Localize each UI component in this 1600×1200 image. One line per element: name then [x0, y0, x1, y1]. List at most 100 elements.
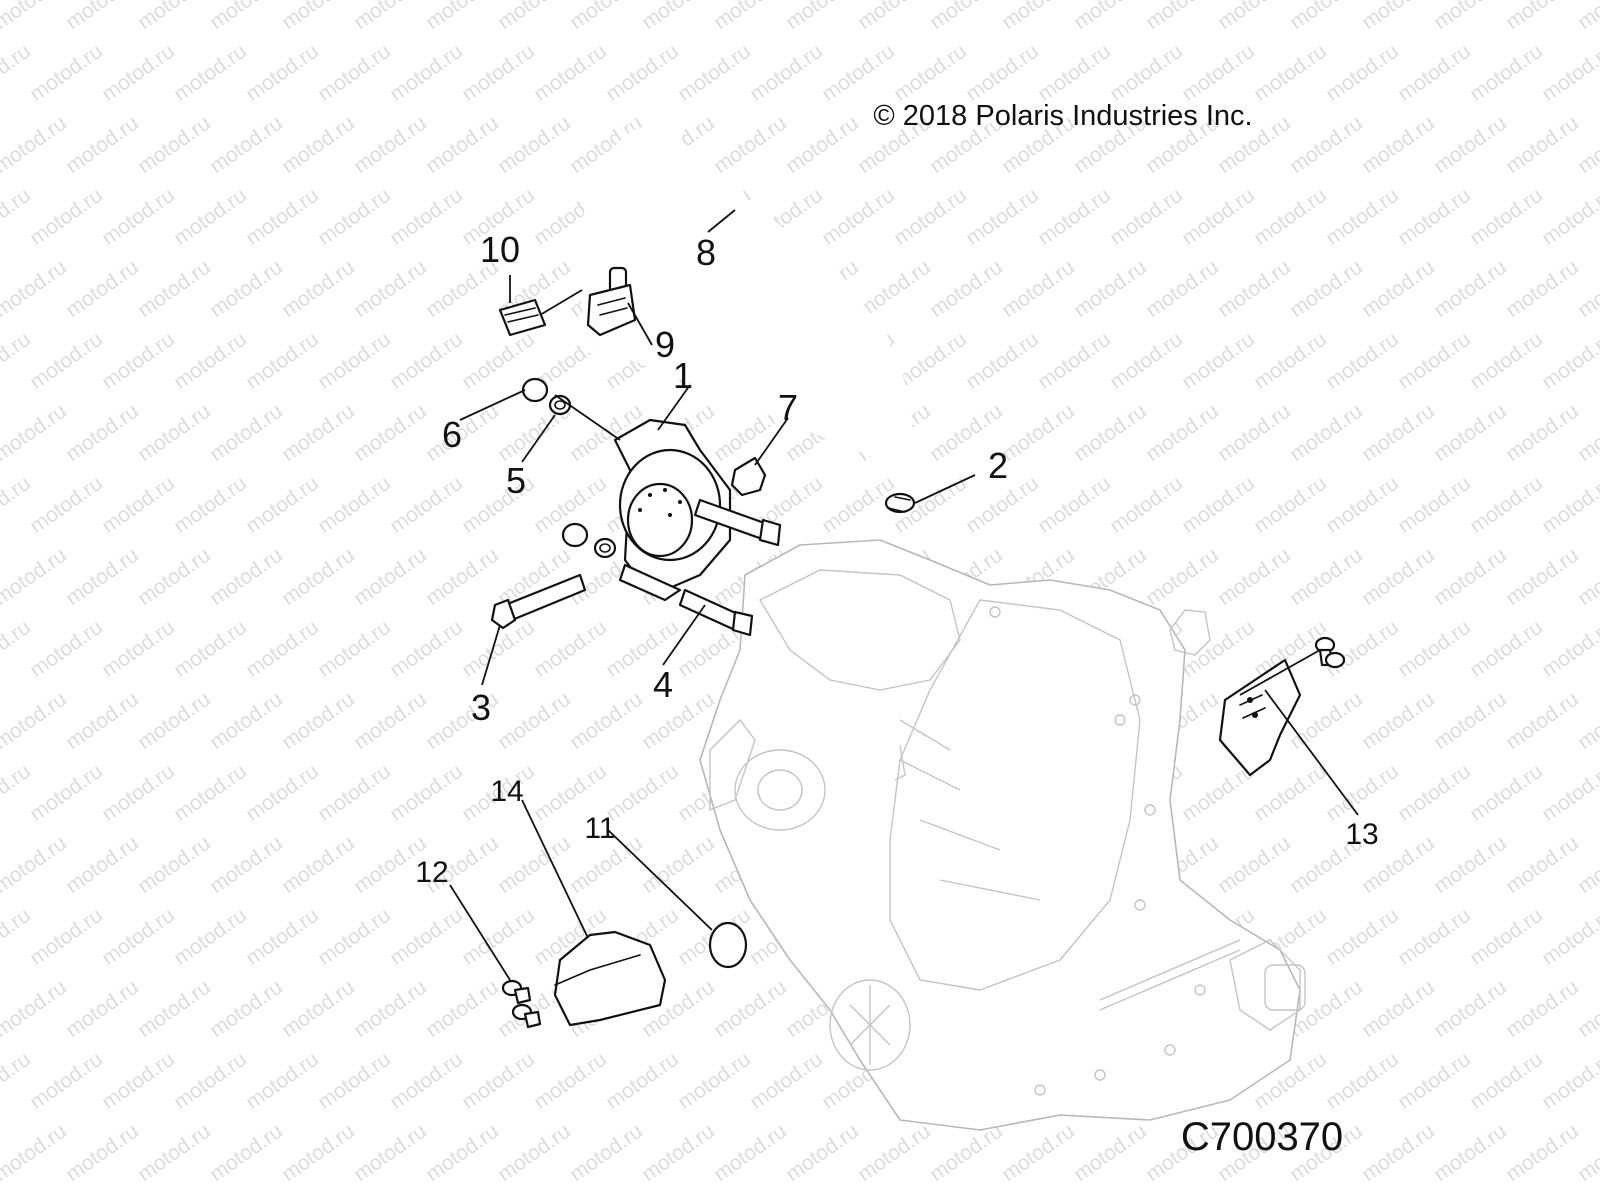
callout-3: 3 [471, 687, 491, 728]
svg-text:motod.ru: motod.ru [494, 1120, 575, 1186]
svg-text:motod.ru: motod.ru [1430, 400, 1511, 466]
svg-text:motod.ru: motod.ru [26, 40, 107, 106]
svg-text:motod.ru: motod.ru [458, 472, 539, 538]
svg-text:motod.ru: motod.ru [1358, 688, 1439, 754]
svg-text:motod.ru: motod.ru [998, 400, 1079, 466]
svg-text:motod.ru: motod.ru [0, 976, 71, 1042]
svg-text:motod.ru: motod.ru [0, 112, 71, 178]
svg-text:motod.ru: motod.ru [1574, 256, 1600, 322]
transmission-housing [699, 539, 1306, 1131]
svg-text:motod.ru: motod.ru [854, 1120, 935, 1186]
svg-text:motod.ru: motod.ru [1250, 40, 1331, 106]
svg-text:motod.ru: motod.ru [242, 616, 323, 682]
figure-code: C700370 [1181, 1115, 1343, 1159]
svg-text:motod.ru: motod.ru [350, 256, 431, 322]
svg-text:motod.ru: motod.ru [1574, 0, 1600, 34]
svg-text:motod.ru: motod.ru [1034, 40, 1115, 106]
svg-text:motod.ru: motod.ru [1430, 112, 1511, 178]
svg-text:motod.ru: motod.ru [530, 1048, 611, 1114]
svg-text:motod.ru: motod.ru [1358, 1120, 1439, 1186]
svg-text:motod.ru: motod.ru [1034, 328, 1115, 394]
svg-text:motod.ru: motod.ru [422, 400, 503, 466]
svg-text:motod.ru: motod.ru [1142, 256, 1223, 322]
svg-text:motod.ru: motod.ru [1466, 760, 1547, 826]
svg-text:motod.ru: motod.ru [350, 544, 431, 610]
svg-text:motod.ru: motod.ru [134, 976, 215, 1042]
hose-part-8 [578, 126, 912, 477]
svg-text:motod.ru: motod.ru [1502, 544, 1583, 610]
svg-text:motod.ru: motod.ru [1394, 760, 1475, 826]
svg-text:motod.ru: motod.ru [0, 1048, 35, 1114]
actuator-part-1 [613, 418, 732, 602]
svg-text:motod.ru: motod.ru [1178, 184, 1259, 250]
svg-text:motod.ru: motod.ru [890, 40, 971, 106]
svg-text:motod.ru: motod.ru [962, 40, 1043, 106]
svg-text:motod.ru: motod.ru [314, 1048, 395, 1114]
svg-text:motod.ru: motod.ru [530, 616, 611, 682]
callout-6: 6 [442, 414, 462, 455]
svg-text:motod.ru: motod.ru [962, 328, 1043, 394]
svg-text:motod.ru: motod.ru [242, 1048, 323, 1114]
washer-lower [593, 537, 617, 559]
svg-text:motod.ru: motod.ru [1502, 0, 1583, 34]
svg-text:motod.ru: motod.ru [1574, 688, 1600, 754]
nut-part-7 [730, 456, 767, 497]
svg-text:motod.ru: motod.ru [422, 0, 503, 34]
svg-text:motod.ru: motod.ru [134, 112, 215, 178]
svg-text:motod.ru: motod.ru [386, 1048, 467, 1114]
clip-part-10 [498, 298, 547, 337]
svg-text:motod.ru: motod.ru [386, 760, 467, 826]
svg-text:motod.ru: motod.ru [170, 616, 251, 682]
svg-text:motod.ru: motod.ru [1394, 328, 1475, 394]
copyright-text: © 2018 Polaris Industries Inc. [873, 100, 1252, 132]
svg-text:motod.ru: motod.ru [1574, 544, 1600, 610]
svg-text:motod.ru: motod.ru [98, 616, 179, 682]
svg-text:motod.ru: motod.ru [278, 832, 359, 898]
svg-text:motod.ru: motod.ru [1466, 904, 1547, 970]
svg-text:motod.ru: motod.ru [1286, 400, 1367, 466]
svg-text:motod.ru: motod.ru [710, 112, 791, 178]
svg-text:motod.ru: motod.ru [170, 328, 251, 394]
svg-text:motod.ru: motod.ru [278, 544, 359, 610]
nut-part-6 [521, 377, 549, 403]
svg-text:motod.ru: motod.ru [1178, 616, 1259, 682]
svg-text:motod.ru: motod.ru [1466, 472, 1547, 538]
svg-text:motod.ru: motod.ru [206, 400, 287, 466]
shield-part-13 [1218, 658, 1302, 777]
svg-text:motod.ru: motod.ru [998, 1120, 1079, 1186]
svg-text:motod.ru: motod.ru [1142, 544, 1223, 610]
callout-8: 8 [696, 232, 716, 273]
svg-text:motod.ru: motod.ru [0, 832, 71, 898]
svg-text:motod.ru: motod.ru [1286, 544, 1367, 610]
svg-text:motod.ru: motod.ru [602, 40, 683, 106]
svg-text:motod.ru: motod.ru [1106, 472, 1187, 538]
svg-text:motod.ru: motod.ru [314, 40, 395, 106]
svg-text:motod.ru: motod.ru [206, 688, 287, 754]
svg-text:motod.ru: motod.ru [62, 832, 143, 898]
svg-text:motod.ru: motod.ru [206, 976, 287, 1042]
svg-text:motod.ru: motod.ru [62, 688, 143, 754]
svg-text:motod.ru: motod.ru [1574, 976, 1600, 1042]
svg-text:motod.ru: motod.ru [1358, 112, 1439, 178]
svg-text:motod.ru: motod.ru [0, 760, 35, 826]
svg-text:motod.ru: motod.ru [422, 112, 503, 178]
svg-text:motod.ru: motod.ru [782, 112, 863, 178]
svg-text:motod.ru: motod.ru [1106, 328, 1187, 394]
svg-text:motod.ru: motod.ru [1358, 544, 1439, 610]
svg-text:motod.ru: motod.ru [1034, 472, 1115, 538]
svg-text:motod.ru: motod.ru [62, 112, 143, 178]
svg-text:motod.ru: motod.ru [0, 40, 35, 106]
svg-text:motod.ru: motod.ru [1538, 328, 1600, 394]
svg-text:motod.ru: motod.ru [0, 184, 35, 250]
svg-text:motod.ru: motod.ru [1538, 184, 1600, 250]
svg-text:motod.ru: motod.ru [818, 184, 899, 250]
svg-text:motod.ru: motod.ru [278, 112, 359, 178]
svg-text:motod.ru: motod.ru [746, 40, 827, 106]
svg-text:motod.ru: motod.ru [1322, 40, 1403, 106]
svg-text:motod.ru: motod.ru [1502, 688, 1583, 754]
svg-text:motod.ru: motod.ru [0, 544, 71, 610]
o-ring-part-11 [708, 921, 748, 969]
svg-text:motod.ru: motod.ru [674, 40, 755, 106]
